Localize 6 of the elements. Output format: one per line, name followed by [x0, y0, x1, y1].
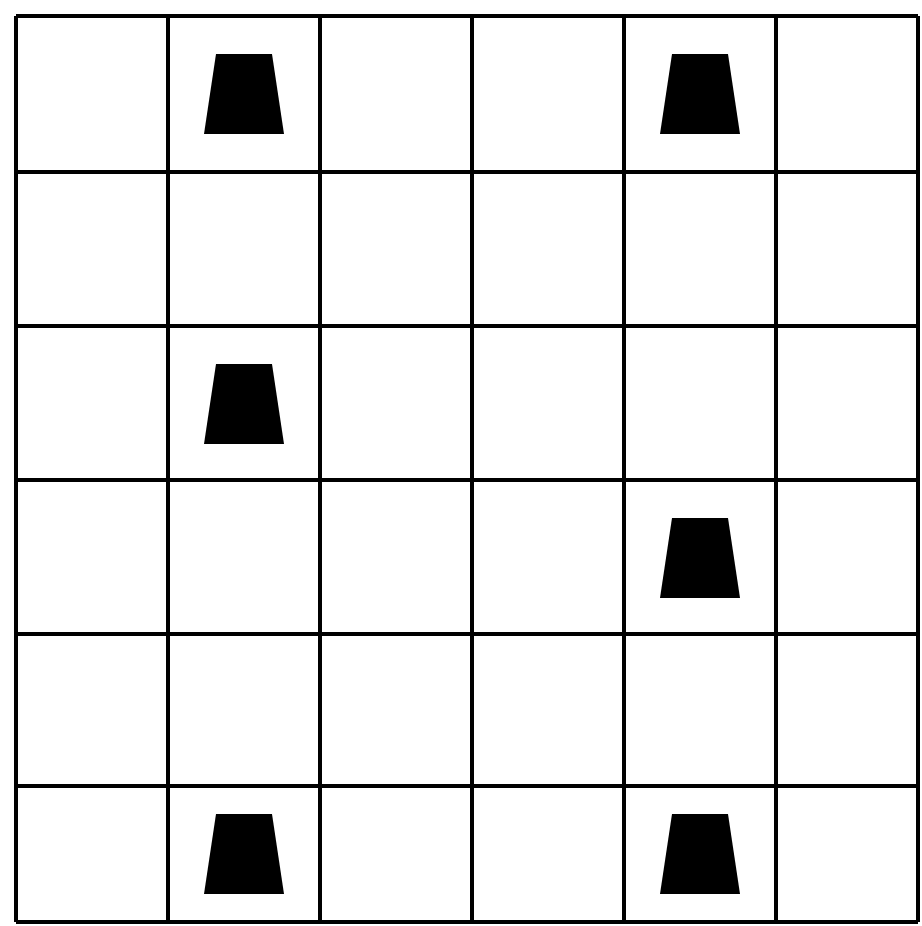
trapezoid-shape — [204, 814, 284, 894]
trapezoid-shape — [660, 814, 740, 894]
trapezoid-shape — [660, 517, 740, 597]
trapezoid-shape — [204, 54, 284, 134]
trapezoid-shape — [660, 54, 740, 134]
trapezoid-shape — [204, 363, 284, 443]
